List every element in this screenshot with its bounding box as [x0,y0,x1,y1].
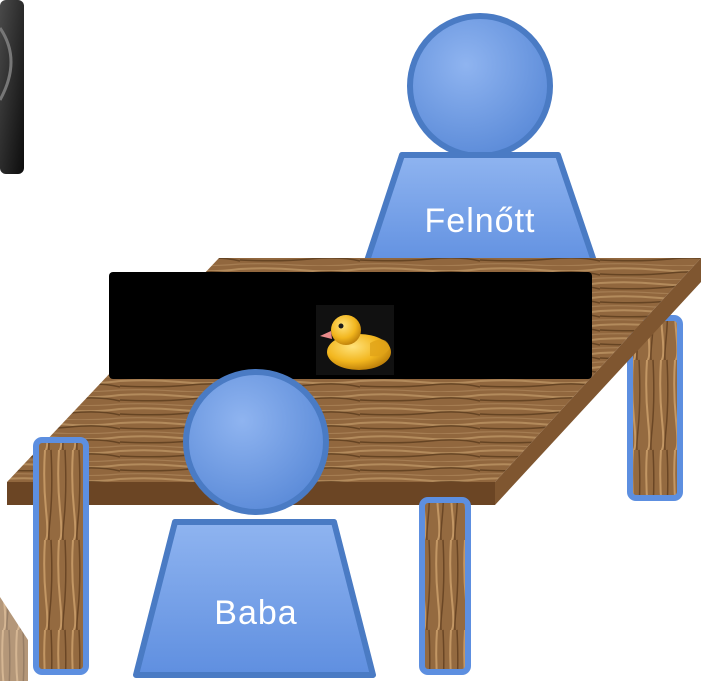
adult-label: Felnőtt [425,202,536,240]
table-leg-left-fragment [0,597,28,681]
table-leg-front-left [33,437,89,675]
baby-head [183,369,329,515]
baby-figure: Baba [133,369,376,678]
screen [109,272,592,379]
baby-label: Baba [214,594,297,632]
camera-lens-icon [0,0,24,174]
table-leg-front-right [419,497,471,675]
rubber-duck-icon [316,305,394,375]
adult-figure: Felnőtt [361,13,600,273]
table-side-edge [495,258,701,505]
baby-body [133,519,376,678]
adult-head [407,13,553,159]
